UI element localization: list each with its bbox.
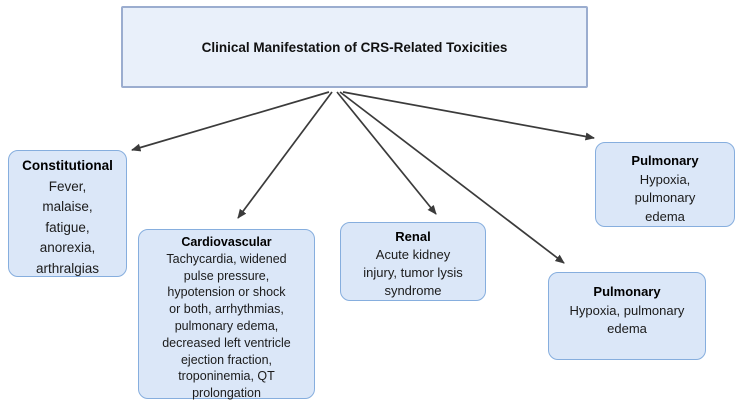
node-pulmonary-right-title: Pulmonary xyxy=(631,153,699,168)
node-constitutional-title: Constitutional xyxy=(22,158,113,173)
node-constitutional-body: Fever, malaise, fatigue, anorexia, arthr… xyxy=(35,178,100,276)
node-cardiovascular-body: Tachycardia, widened pulse pressure, hyp… xyxy=(162,251,291,401)
arrow-to-renal xyxy=(336,91,437,215)
node-constitutional: Constitutional Fever, malaise, fatigue, … xyxy=(8,150,127,277)
arrow-to-pulmonary-right xyxy=(342,91,595,141)
diagram-title: Clinical Manifestation of CRS-Related To… xyxy=(201,39,508,55)
node-renal-body: Acute kidney injury, tumor lysis syndrom… xyxy=(363,247,463,298)
node-pulmonary-bottom: Pulmonary Hypoxia, pulmonary edema xyxy=(548,272,706,360)
node-pulmonary-bottom-body: Hypoxia, pulmonary edema xyxy=(569,302,685,337)
node-renal: Renal Acute kidney injury, tumor lysis s… xyxy=(340,222,486,301)
node-cardiovascular-title: Cardiovascular xyxy=(181,235,272,249)
diagram-title-box: Clinical Manifestation of CRS-Related To… xyxy=(121,6,588,88)
node-renal-title: Renal xyxy=(395,229,431,244)
node-pulmonary-right-body: Hypoxia, pulmonary edema xyxy=(634,171,696,224)
node-cardiovascular: Cardiovascular Tachycardia, widened puls… xyxy=(138,229,315,401)
arrow-to-constitutional xyxy=(131,91,330,152)
node-pulmonary-bottom-title: Pulmonary xyxy=(593,284,661,299)
node-pulmonary-right: Pulmonary Hypoxia, pulmonary edema xyxy=(595,142,735,227)
arrow-to-cardiovascular xyxy=(237,91,333,219)
